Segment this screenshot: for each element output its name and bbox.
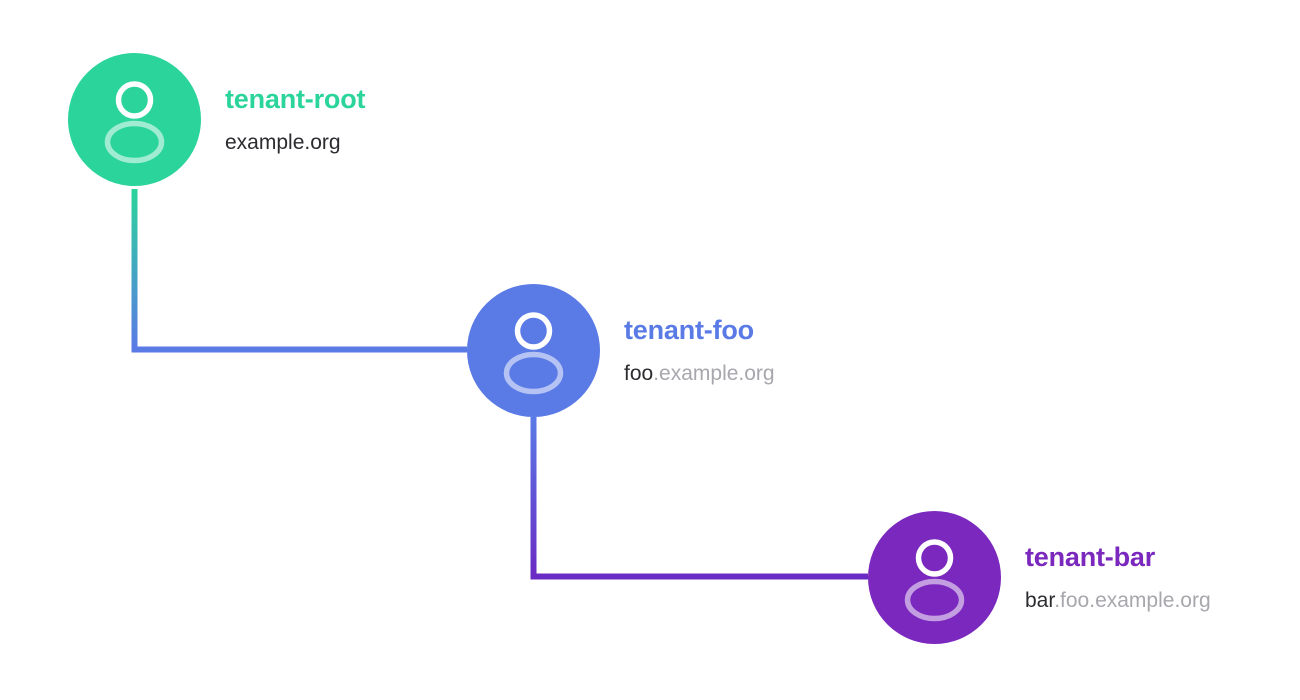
- node-domain-prefix-tenant-root: example.org: [225, 130, 341, 154]
- node-tenant-root[interactable]: tenant-root example.org: [68, 53, 365, 186]
- edge-foo-to-bar: [530, 417, 868, 580]
- node-text-tenant-root: tenant-root example.org: [225, 84, 366, 154]
- edge-root-to-foo: [131, 189, 467, 353]
- node-title-tenant-root: tenant-root: [225, 84, 366, 115]
- person-icon: [904, 539, 965, 622]
- node-text-tenant-bar: tenant-bar bar.foo.example.org: [1025, 542, 1211, 612]
- avatar-tenant-foo[interactable]: [467, 284, 600, 417]
- node-domain-prefix-tenant-foo: foo: [624, 361, 654, 385]
- node-text-tenant-foo: tenant-foo foo.example.org: [624, 315, 775, 385]
- person-icon: [104, 81, 165, 164]
- node-domain-tenant-root: example.org: [225, 131, 365, 154]
- node-domain-tenant-bar: bar.foo.example.org: [1025, 589, 1211, 612]
- node-domain-suffix-tenant-bar: .foo.example.org: [1054, 588, 1211, 612]
- node-tenant-foo[interactable]: tenant-foo foo.example.org: [467, 284, 775, 417]
- person-icon: [503, 312, 564, 395]
- node-title-tenant-foo: tenant-foo: [624, 315, 754, 346]
- node-domain-tenant-foo: foo.example.org: [624, 362, 775, 385]
- node-domain-prefix-tenant-bar: bar: [1025, 588, 1055, 612]
- avatar-tenant-root[interactable]: [68, 53, 201, 186]
- node-domain-suffix-tenant-foo: .example.org: [653, 361, 775, 385]
- node-title-tenant-bar: tenant-bar: [1025, 542, 1156, 573]
- avatar-tenant-bar[interactable]: [868, 511, 1001, 644]
- node-tenant-bar[interactable]: tenant-bar bar.foo.example.org: [868, 511, 1211, 644]
